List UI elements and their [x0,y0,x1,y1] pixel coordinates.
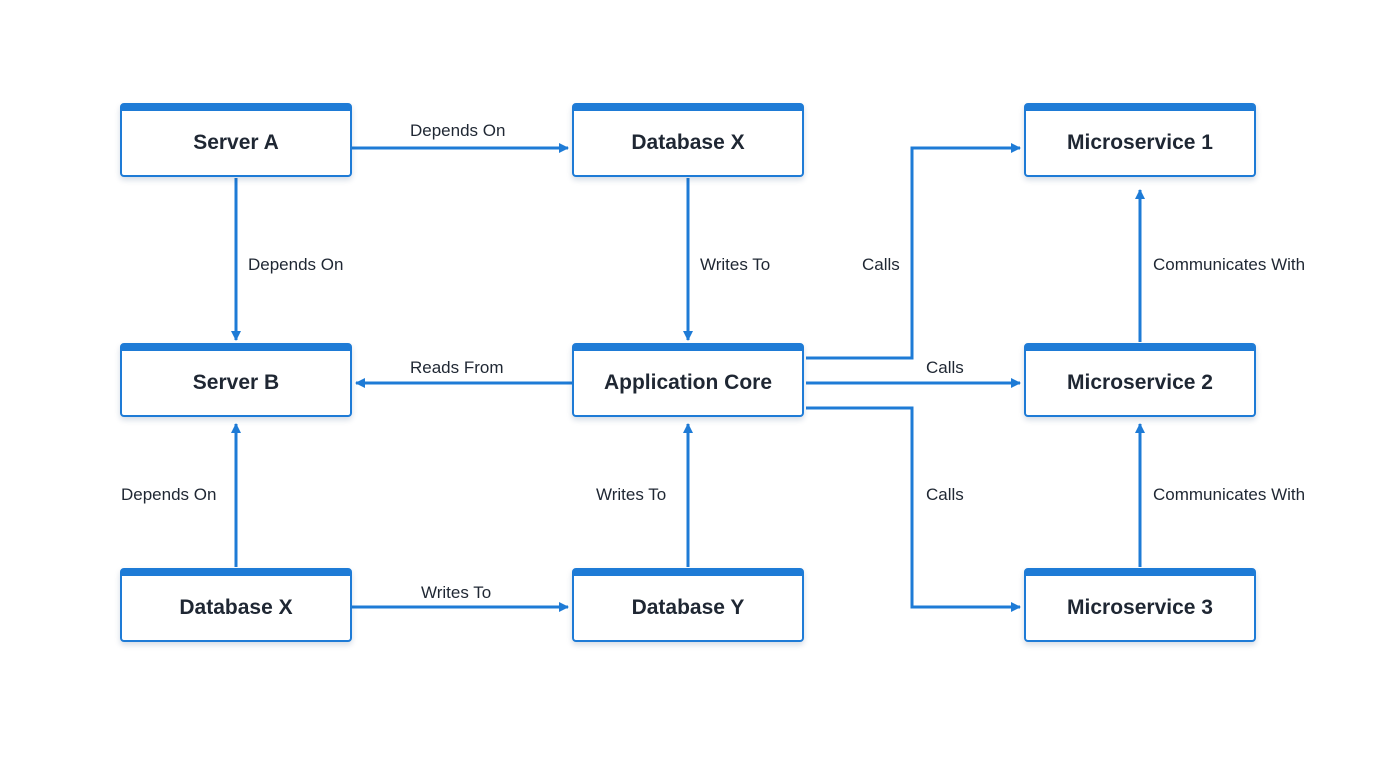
edge-label-application-core-to-microservice-1: Calls [862,255,900,274]
node-label: Server B [192,371,280,394]
node-server-a[interactable]: Server A [120,103,352,177]
node-label: Microservice 3 [1067,596,1213,619]
edge-label-database-x-bottom-to-database-y: Writes To [421,583,492,602]
node-label: Server A [193,131,279,154]
edge-label-microservice-2-to-microservice-1: Communicates With [1153,255,1306,274]
node-server-b[interactable]: Server B [120,343,352,417]
node-label: Database X [631,131,745,154]
node-database-y[interactable]: Database Y [572,568,804,642]
edge-application-core-to-microservice-3 [806,406,1021,612]
node-application-core[interactable]: Application Core [572,343,804,417]
node-label: Database Y [631,596,745,619]
edge-application-core-to-microservice-1 [806,143,1021,360]
edge-label-server-a-to-server-b: Depends On [248,255,344,274]
edge-label-application-core-to-microservice-2: Calls [926,358,964,377]
edge-label-database-y-to-application-core: Writes To [596,485,667,504]
node-microservice-3[interactable]: Microservice 3 [1024,568,1256,642]
edge-label-microservice-3-to-microservice-2: Communicates With [1153,485,1306,504]
edge-label-application-core-to-microservice-3: Calls [926,485,964,504]
node-label: Microservice 1 [1067,131,1213,154]
node-database-x-top[interactable]: Database X [572,103,804,177]
node-microservice-2[interactable]: Microservice 2 [1024,343,1256,417]
node-database-x-bottom[interactable]: Database X [120,568,352,642]
node-label: Application Core [603,371,772,394]
edge-label-server-a-to-database-x: Depends On [410,121,506,140]
edge-label-database-x-bottom-to-server-b: Depends On [121,485,217,504]
edge-label-application-core-to-server-b: Reads From [410,358,504,377]
edge-label-database-x-to-application-core: Writes To [700,255,771,274]
node-label: Database X [179,596,293,619]
node-label: Microservice 2 [1067,371,1213,394]
node-microservice-1[interactable]: Microservice 1 [1024,103,1256,177]
